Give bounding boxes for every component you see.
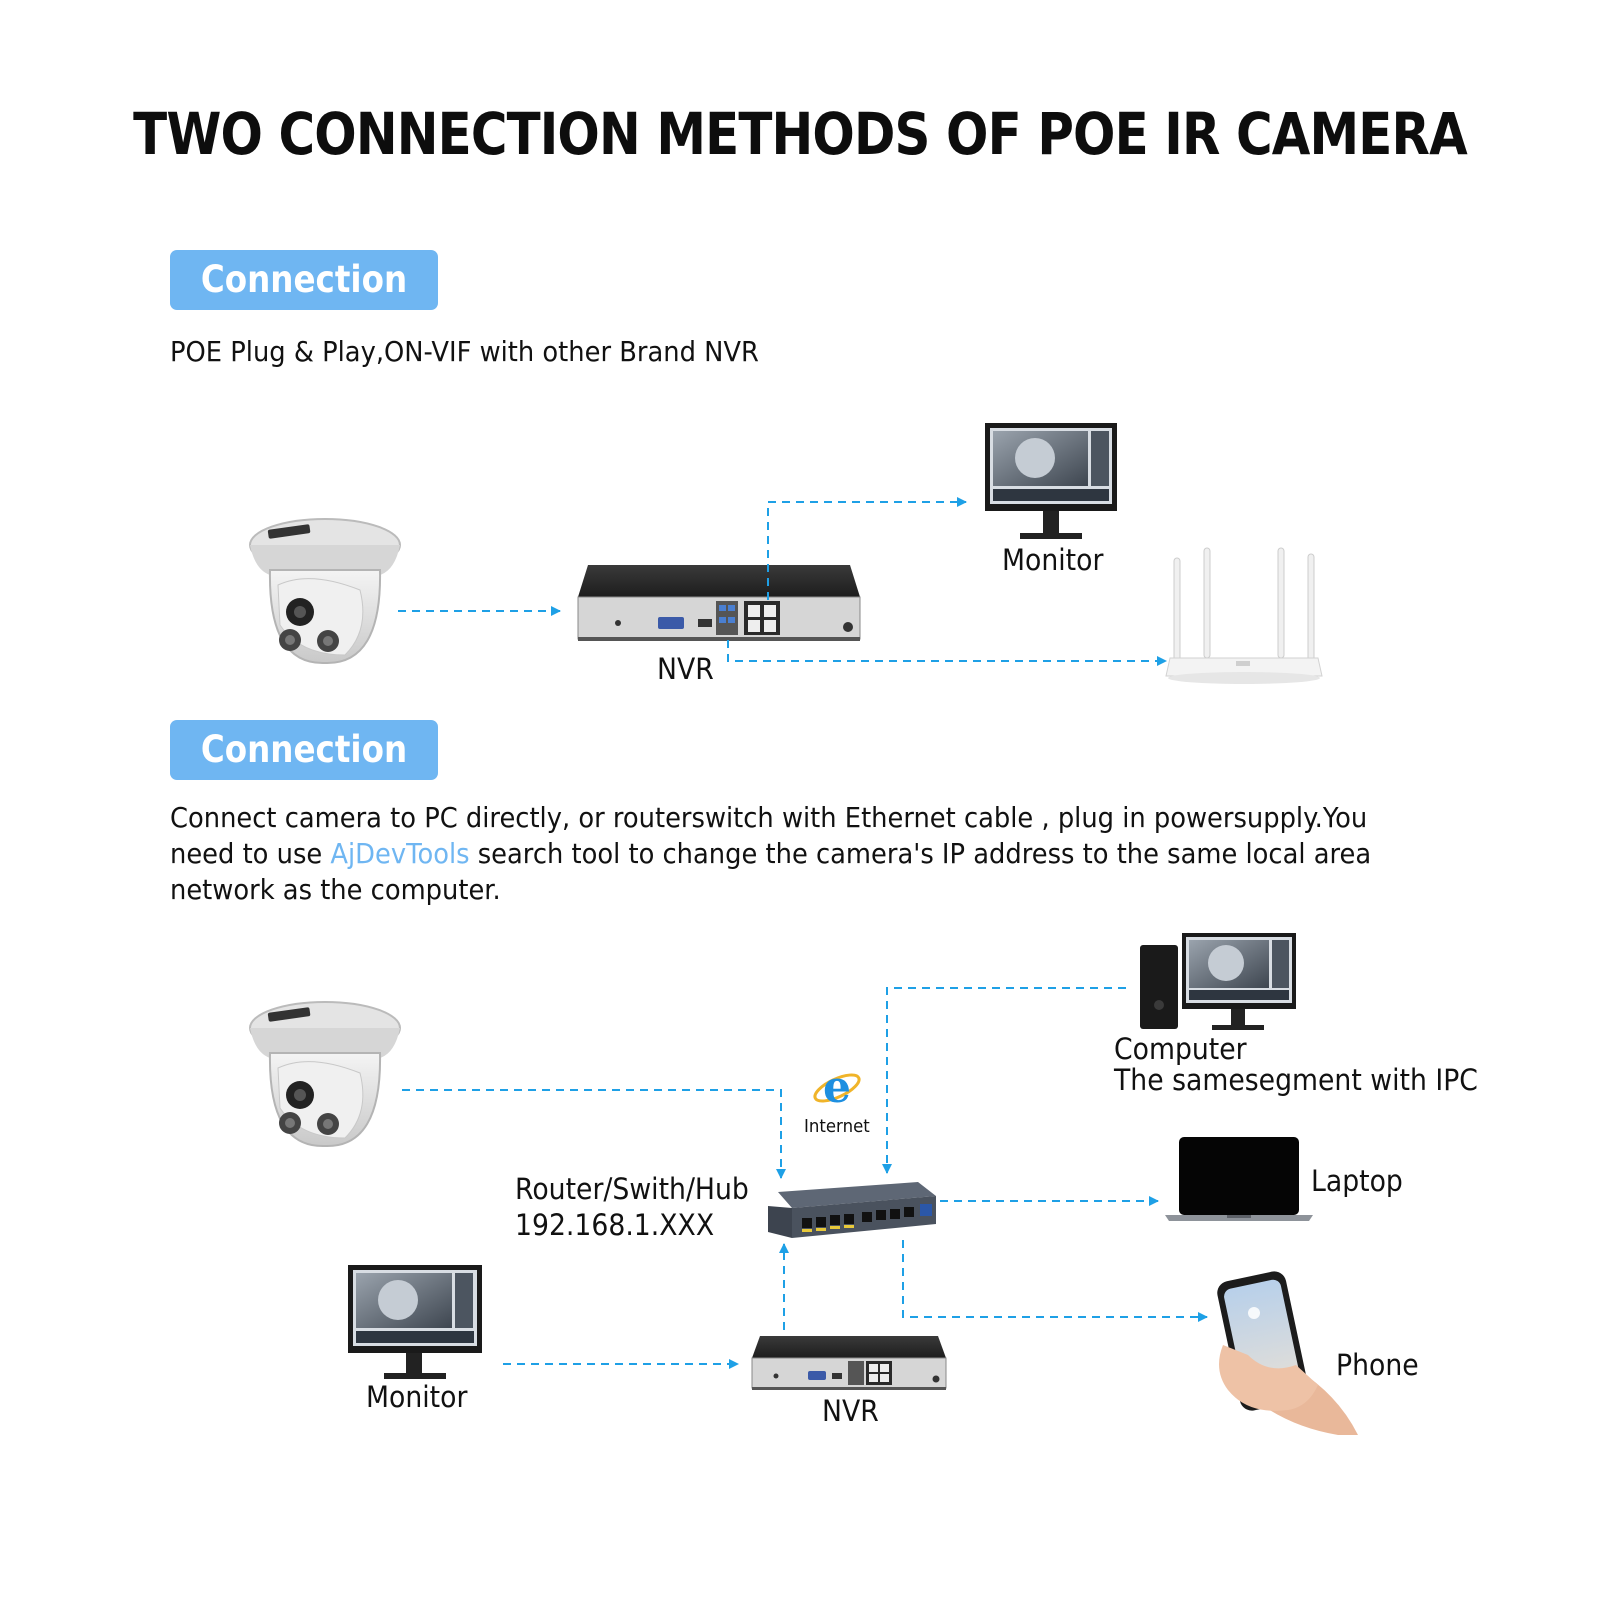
nvr-icon: [577, 565, 861, 641]
nvr-label: NVR: [657, 652, 714, 686]
monitor-label: Monitor: [366, 1380, 468, 1414]
connection-2-description: Connect camera to PC directly, or router…: [170, 801, 1372, 906]
switch-icon: [768, 1182, 936, 1238]
router-label: Router/Swith/Hub: [515, 1172, 749, 1206]
computer-icon: [1140, 933, 1296, 1030]
laptop-icon: [1165, 1137, 1313, 1221]
phone-label: Phone: [1336, 1348, 1419, 1382]
router-ip-label: 192.168.1.XXX: [515, 1208, 715, 1242]
computer-label: Computer: [1114, 1032, 1247, 1066]
nvr-icon: [751, 1336, 947, 1390]
dome-camera-icon: [249, 518, 401, 665]
dome-camera-icon: [249, 1001, 401, 1148]
laptop-label: Laptop: [1311, 1164, 1403, 1198]
internet-icon: e: [813, 1062, 861, 1113]
internet-label: Internet: [804, 1116, 870, 1137]
connection-1-badge: Connection 1:: [170, 250, 438, 361]
connection-1-description: POE Plug & Play,ON-VIF with other Brand …: [170, 335, 759, 368]
phone-icon: [1217, 1271, 1358, 1435]
computer-note-label: The samesegment with IPC: [1114, 1063, 1478, 1097]
page-title: TWO CONNECTION METHODS OF POE IR CAMERA: [133, 100, 1467, 168]
ajdevtools-link[interactable]: AjDevTools: [330, 837, 470, 870]
router-icon: [1165, 547, 1323, 684]
monitor-label: Monitor: [1002, 543, 1104, 577]
monitor-icon: [985, 423, 1117, 539]
nvr-label: NVR: [822, 1394, 879, 1428]
svg-text:e: e: [823, 1062, 851, 1113]
connection-2-badge: Connection 2:: [170, 720, 438, 831]
monitor-icon: [348, 1265, 482, 1379]
